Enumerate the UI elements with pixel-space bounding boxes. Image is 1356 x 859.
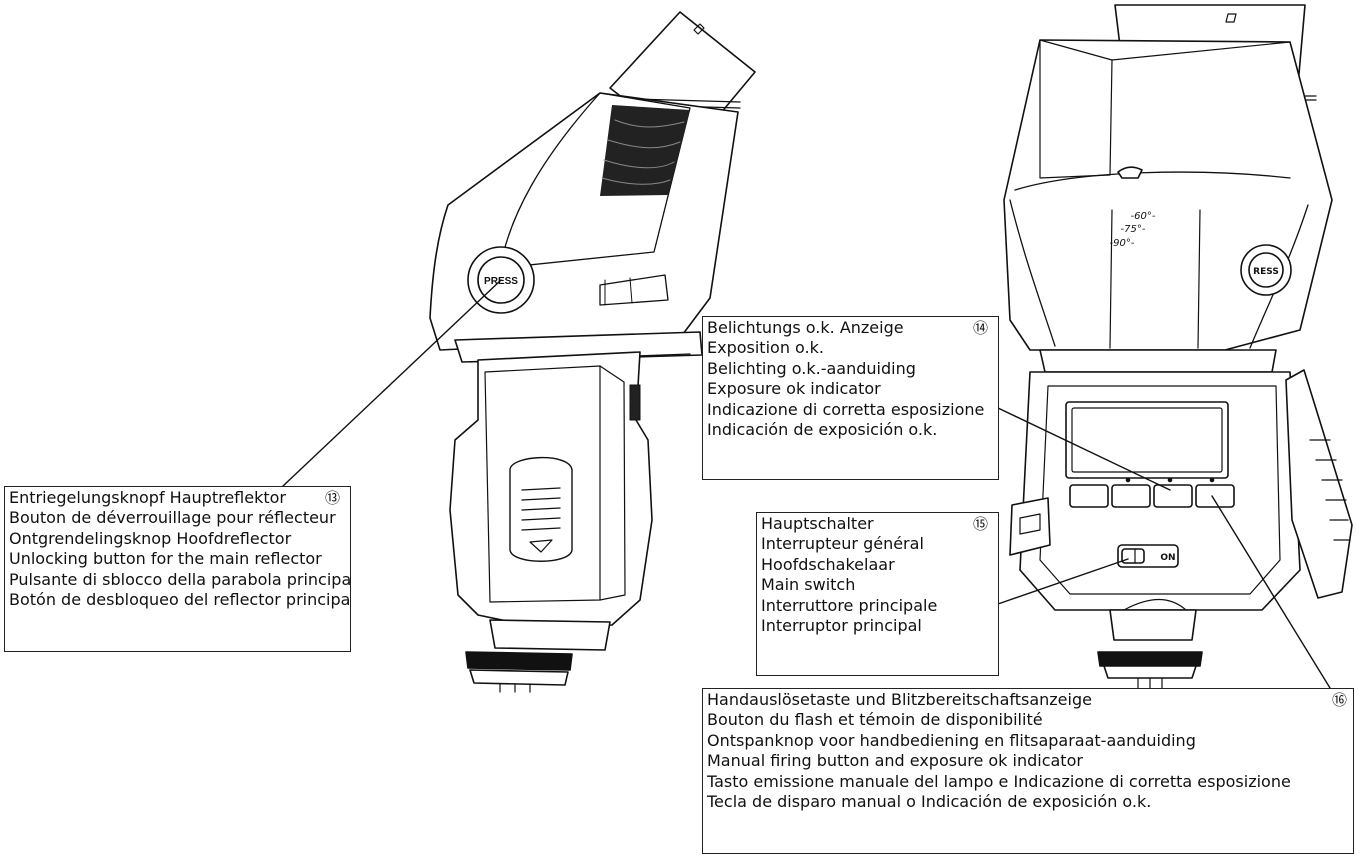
callout-14-line-nl: Belichting o.k.-aanduiding xyxy=(707,358,916,378)
left-flash-unit: PRESS xyxy=(282,11,756,693)
callout-14-number: ⑭ xyxy=(972,319,988,337)
callout-15-line-en: Main switch xyxy=(761,575,856,595)
callout-16-line-it: Tasto emissione manuale del lampo e Indi… xyxy=(707,771,1291,791)
callout-13: Entriegelungsknopf Hauptreflektor Bouton… xyxy=(4,486,351,652)
right-button-1 xyxy=(1069,484,1109,508)
left-flash-body xyxy=(449,351,653,629)
callout-13-line-de: Entriegelungsknopf Hauptreflektor xyxy=(9,488,286,507)
callout-13-number: ⑬ xyxy=(324,489,340,507)
callout-14-line-it: Indicazione di corretta esposizione xyxy=(707,399,985,419)
callout-14-line-es: Indicación de exposición o.k. xyxy=(707,420,938,440)
callout-14-line-de: Belichtungs o.k. Anzeige xyxy=(707,318,904,337)
angle-label-75: -75°- xyxy=(1121,224,1146,235)
right-flash-unit: -60°- -75°- -90°- RESS ON xyxy=(997,4,1353,689)
callout-14: Belichtungs o.k. Anzeige Exposition o.k.… xyxy=(702,316,999,480)
leader-line-13 xyxy=(282,279,502,487)
callout-15-line-es: Interruptor principal xyxy=(761,616,922,636)
callout-15-number: ⑮ xyxy=(972,515,988,533)
callout-14-line-en: Exposure ok indicator xyxy=(707,379,881,399)
callout-16-number: ⑯ xyxy=(1331,691,1347,709)
callout-15-line-nl: Hoofdschakelaar xyxy=(761,554,895,574)
callout-14-line-fr: Exposition o.k. xyxy=(707,338,824,358)
right-flash-body xyxy=(1019,371,1301,611)
right-hot-shoe-ring xyxy=(1097,651,1203,667)
leader-line-16 xyxy=(1211,495,1331,689)
right-reflector-head xyxy=(1003,39,1333,351)
angle-label-60: -60°- xyxy=(1131,211,1156,222)
right-button-2 xyxy=(1111,484,1151,508)
right-button-3 xyxy=(1153,484,1193,508)
callout-13-line-it: Pulsante di sblocco della parabola princ… xyxy=(9,569,351,589)
callout-16: Handauslösetaste und Blitzbereitschaftsa… xyxy=(702,688,1354,854)
callout-16-line-es: Tecla de disparo manual o Indicación de … xyxy=(707,792,1152,812)
callout-13-line-en: Unlocking button for the main reflector xyxy=(9,549,322,569)
callout-16-line-de: Handauslösetaste und Blitzbereitschaftsa… xyxy=(707,690,1092,709)
callout-16-line-nl: Ontspanknop voor handbediening en flitsa… xyxy=(707,730,1196,750)
leader-line-15 xyxy=(997,558,1129,605)
right-button-4 xyxy=(1195,484,1235,508)
callout-15-line-fr: Interrupteur général xyxy=(761,534,924,554)
left-hot-shoe-ring xyxy=(465,651,573,671)
callout-15: Hauptschalter Interrupteur général Hoofd… xyxy=(756,512,999,676)
callout-15-line-it: Interruttore principale xyxy=(761,595,938,615)
left-reflector-head xyxy=(429,92,739,351)
right-main-switch xyxy=(1117,544,1179,568)
callout-16-line-fr: Bouton du flash et témoin de disponibili… xyxy=(707,710,1043,730)
callout-13-line-nl: Ontgrendelingsknop Hoofdreflector xyxy=(9,528,292,548)
svg-text:RESS: RESS xyxy=(1253,267,1279,277)
main-switch-on-label: ON xyxy=(1160,553,1175,563)
leader-line-14 xyxy=(997,407,1171,491)
callout-15-line-de: Hauptschalter xyxy=(761,514,874,533)
left-press-label: PRESS xyxy=(484,276,518,287)
callout-16-line-en: Manual firing button and exposure ok ind… xyxy=(707,751,1083,771)
angle-label-90: -90°- xyxy=(1110,238,1135,249)
callout-13-line-fr: Bouton de déverrouillage pour réflecteur xyxy=(9,508,336,528)
callout-13-line-es: Botón de desbloqueo del reflector princi… xyxy=(9,590,351,610)
